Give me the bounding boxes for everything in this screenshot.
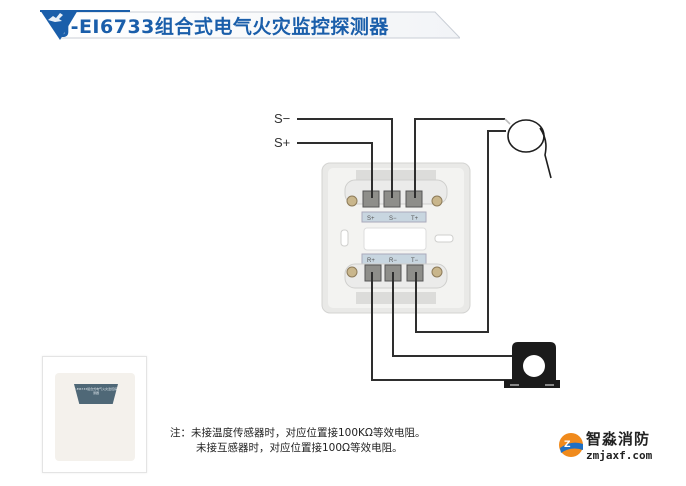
current-transformer-icon (504, 342, 560, 388)
terminal-base-box: S+ S− T+ R+ R− T− (321, 162, 471, 314)
wire-label-s-minus: S− (274, 111, 291, 126)
wire-s-plus (297, 142, 373, 198)
terminal-label-t-minus: T− (411, 258, 419, 264)
brand-url: zmjaxf.com (586, 449, 653, 462)
note-line-1: 注：未接温度传感器时，对应位置接100KΩ等效电阻。 (170, 427, 426, 439)
page-title: J-EI6733组合式电气火灾监控探测器 (63, 16, 389, 38)
wire-t-minus (415, 130, 506, 333)
header-banner-shape (40, 10, 460, 40)
wire-r-plus (371, 272, 512, 381)
terminal-label-t-plus: T+ (411, 216, 419, 222)
brand-watermark: Z 智淼消防 zmjaxf.com (556, 428, 686, 468)
wire-s-minus (297, 118, 393, 198)
temperature-sensor-probe-icon (504, 118, 552, 179)
product-nameplate: J-EI6733组合式电气火灾监控探测器 (74, 384, 118, 404)
product-thumbnail: J-EI6733组合式电气火灾监控探测器 (42, 356, 147, 473)
bird-logo-icon (48, 13, 63, 22)
wire-label-s-plus: S+ (274, 135, 291, 150)
terminal-label-s-plus: S+ (367, 216, 375, 222)
wiring-note: 注：未接温度传感器时，对应位置接100KΩ等效电阻。 未接互感器时，对应位置接1… (170, 426, 425, 456)
terminal-label-r-minus: R− (389, 258, 397, 264)
brand-logo-icon: Z (559, 433, 583, 457)
wire-r-minus (392, 272, 520, 357)
note-line-2: 未接互感器时，对应位置接100Ω等效电阻。 (196, 442, 403, 454)
product-cover-plate: J-EI6733组合式电气火灾监控探测器 (55, 373, 135, 461)
brand-name: 智淼消防 (586, 430, 651, 448)
wire-t-plus (414, 118, 505, 198)
header-banner: J-EI6733组合式电气火灾监控探测器 (0, 0, 470, 45)
terminal-label-s-minus: S− (389, 216, 397, 222)
svg-text:Z: Z (564, 440, 571, 450)
terminal-label-r-plus: R+ (367, 258, 375, 264)
